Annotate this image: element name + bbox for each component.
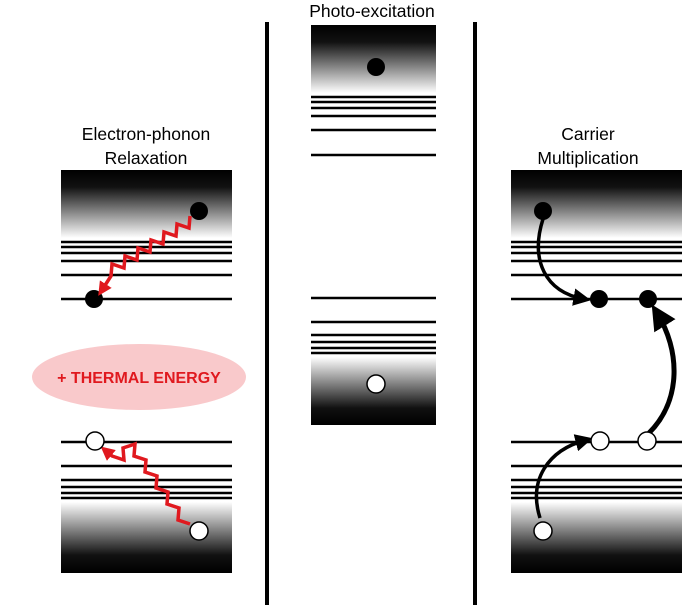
left-panel-title-line2: Relaxation: [105, 148, 188, 168]
right-hole-deep: [533, 521, 553, 541]
left-electron-high: [190, 202, 208, 220]
thermal-energy-badge: + THERMAL ENERGY: [32, 344, 246, 410]
phonon-arrow-hole: [100, 441, 191, 526]
right-conduction-band: [511, 170, 682, 301]
middle-valence-band: [311, 296, 436, 425]
right-hole-generated: [637, 431, 657, 451]
thermal-energy-label: + THERMAL ENERGY: [57, 370, 221, 387]
middle-electron: [367, 58, 385, 76]
middle-hole: [366, 374, 386, 394]
middle-panel-title: Photo-excitation: [309, 1, 435, 21]
right-panel-title-line2: Multiplication: [537, 148, 638, 168]
cm-arrow-electron-relax: [536, 218, 591, 306]
right-panel-title-line1: Carrier: [561, 124, 615, 144]
right-electron-relaxed: [590, 290, 608, 308]
left-electron-relaxed: [85, 290, 103, 308]
phonon-arrow-electron: [98, 215, 192, 296]
cm-arrow-hole-excite: [534, 434, 593, 519]
left-conduction-band: [61, 170, 232, 301]
right-hole-excited: [590, 431, 610, 451]
cm-arrow-pair-excite: [647, 304, 677, 435]
left-panel-title-line1: Electron-phonon: [82, 124, 210, 144]
left-hole-deep: [189, 521, 209, 541]
right-electron-high: [534, 202, 552, 220]
right-electron-generated: [639, 290, 657, 308]
left-hole-relaxed: [85, 431, 105, 451]
middle-conduction-band: [311, 25, 436, 157]
